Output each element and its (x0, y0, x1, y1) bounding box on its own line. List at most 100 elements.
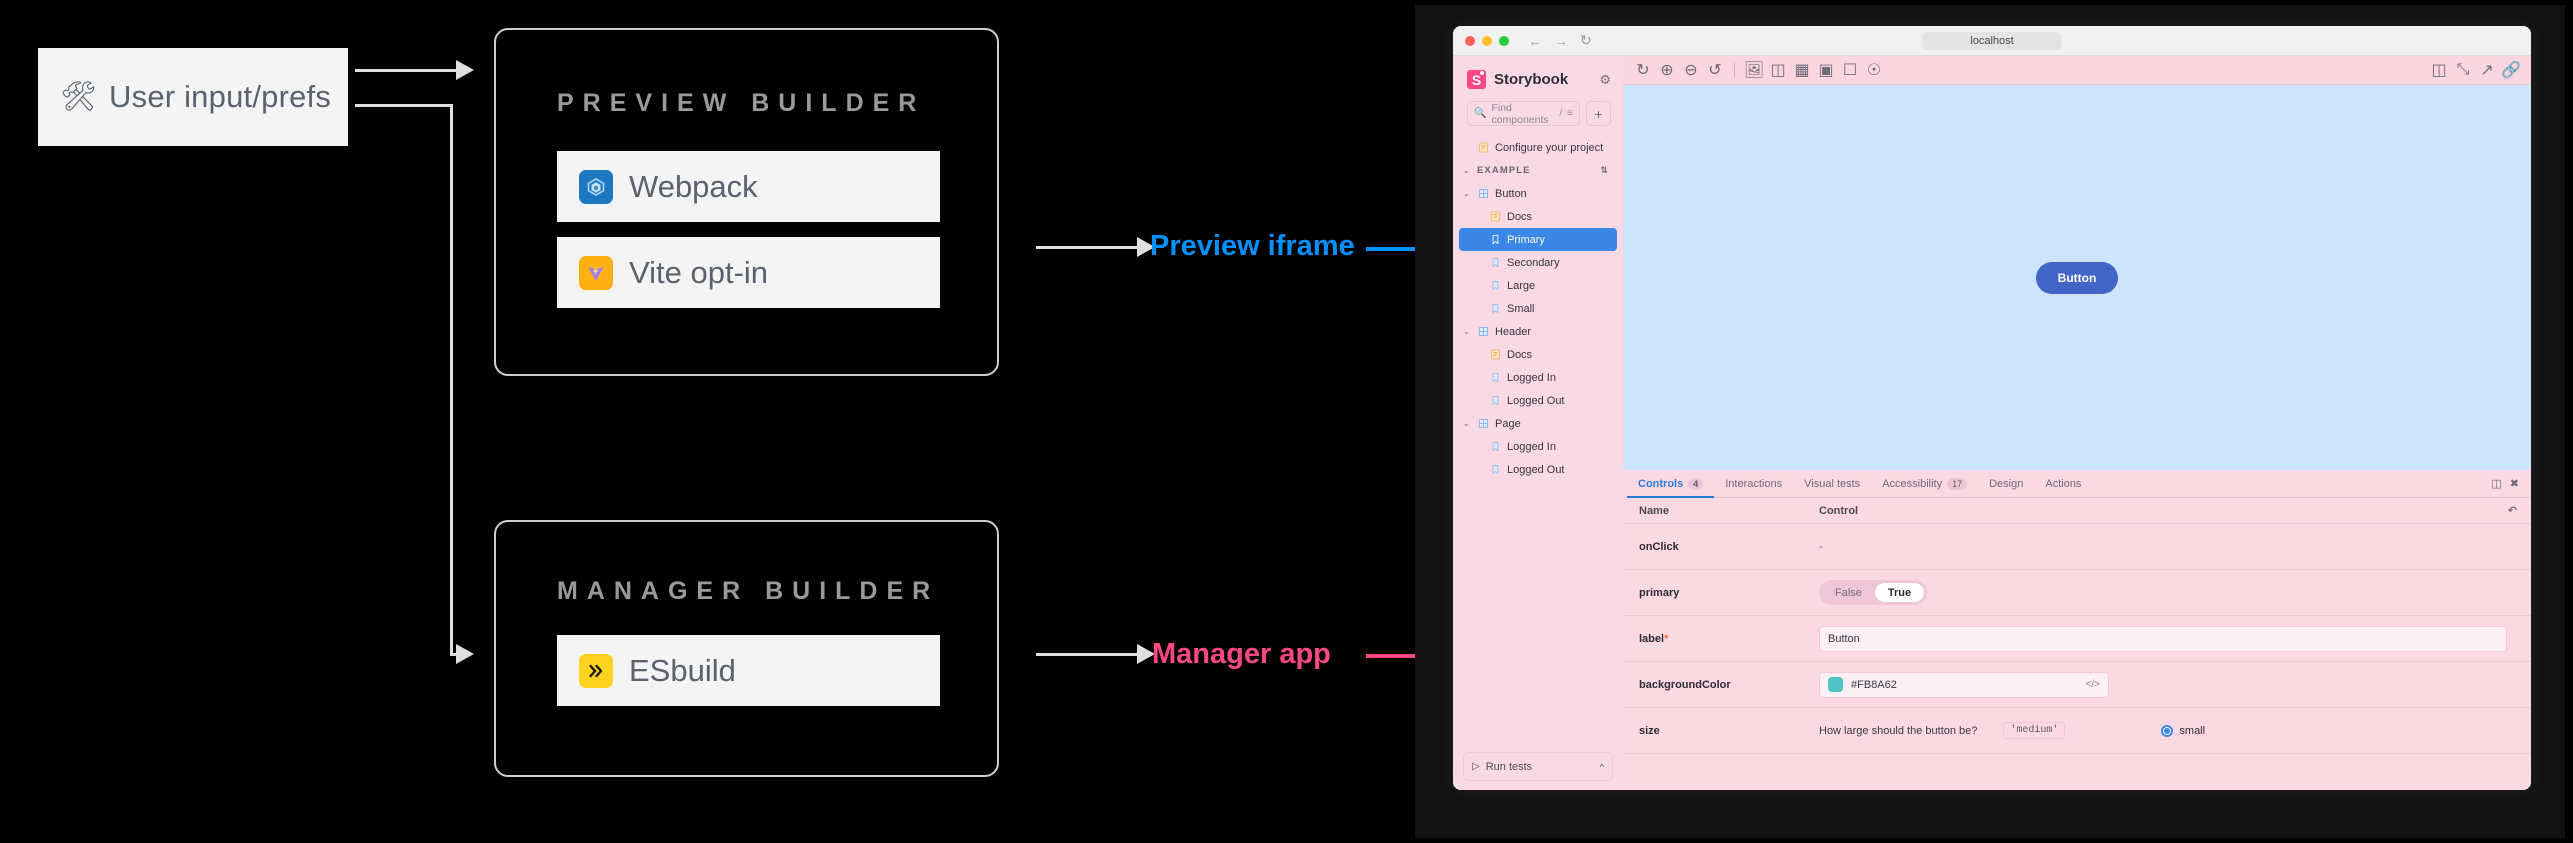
browser-back-icon[interactable]: ← (1528, 32, 1542, 49)
control-row-backgroundcolor: backgroundColor#FB8A62</> (1623, 662, 2531, 708)
tree-item-logged-out[interactable]: Logged Out (1459, 458, 1617, 481)
tree-item-label: Configure your project (1495, 141, 1604, 154)
tree-item-logged-in[interactable]: Logged In (1459, 435, 1617, 458)
tree-item-large[interactable]: Large (1459, 274, 1617, 297)
connector-line-down-start (355, 104, 453, 107)
storybook-brand-name: Storybook (1494, 71, 1569, 88)
filter-icon[interactable]: ≡ (1567, 108, 1573, 119)
tree-item-logged-in[interactable]: Logged In (1459, 366, 1617, 389)
tree-item-small[interactable]: Small (1459, 297, 1617, 320)
tree-item-configure-your-project[interactable]: Configure your project (1459, 136, 1617, 159)
remount-icon[interactable]: ↻ (1636, 62, 1650, 79)
preview-iframe-callout-label: Preview iframe (1150, 230, 1355, 262)
chevron-down-icon[interactable]: ⌄ (1463, 327, 1470, 336)
chevron-down-icon[interactable]: ⌄ (1463, 189, 1470, 198)
search-icon: 🔍 (1474, 108, 1487, 119)
code-icon[interactable]: </> (2085, 679, 2100, 690)
tree-item-example[interactable]: ⌄EXAMPLE⇅ (1459, 159, 1617, 182)
manager-builder-title: MANAGER BUILDER (557, 577, 940, 605)
storybook-logo-icon: S (1467, 70, 1486, 89)
control-widget: How large should the button be?'medium's… (1819, 722, 2531, 739)
chevron-up-icon[interactable]: ^ (1599, 761, 1604, 772)
accessibility-icon[interactable]: ☉ (1866, 62, 1882, 79)
toolbar-separator (1734, 63, 1735, 77)
control-name-label: onClick (1639, 540, 1679, 553)
tab-design[interactable]: Design (1978, 470, 2034, 498)
tab-visual-tests[interactable]: Visual tests (1793, 470, 1871, 498)
open-new-tab-icon[interactable]: ↗ (2480, 62, 2494, 79)
browser-reload-icon[interactable]: ↻ (1580, 32, 1592, 48)
sidebar-toggle-icon[interactable]: ◫ (2431, 62, 2447, 79)
arrowhead-manager-callout (1137, 644, 1155, 664)
zoom-reset-icon[interactable]: ↺ (1708, 62, 1722, 79)
viewport-icon[interactable]: ◫ (1770, 62, 1786, 79)
tree-item-page[interactable]: ⌄Page (1459, 412, 1617, 435)
tree-item-header[interactable]: ⌄Header (1459, 320, 1617, 343)
fullscreen-icon[interactable]: ⤡ (2456, 61, 2470, 78)
tree-item-label: Secondary (1507, 256, 1560, 269)
story-preview-button[interactable]: Button (2035, 261, 2119, 294)
grid-icon[interactable]: ▦ (1794, 62, 1810, 79)
color-swatch[interactable] (1828, 677, 1843, 692)
zoom-in-icon[interactable]: ⊕ (1660, 62, 1674, 79)
tree-item-docs[interactable]: Docs (1459, 205, 1617, 228)
background-icon[interactable]: 🖼 (1743, 62, 1765, 79)
tree-item-secondary[interactable]: Secondary (1459, 251, 1617, 274)
zoom-out-icon[interactable]: ⊖ (1684, 62, 1698, 79)
tree-item-logged-out[interactable]: Logged Out (1459, 389, 1617, 412)
gear-icon[interactable]: ⚙ (1599, 71, 1611, 87)
boolean-option-true[interactable]: True (1874, 583, 1925, 602)
connector-line-vertical (450, 104, 453, 656)
outline-icon[interactable]: ☐ (1842, 62, 1858, 79)
chevron-down-icon[interactable]: ⌄ (1463, 166, 1471, 175)
window-close-button[interactable] (1465, 35, 1475, 46)
reset-icon[interactable]: ↶ (2507, 505, 2517, 517)
panel-right-icons: ◫ ✖ (2491, 477, 2527, 490)
hammer-and-wrench-icon: 🛠 (60, 80, 98, 113)
tab-label: Actions (2045, 477, 2082, 490)
add-component-button[interactable]: + (1586, 101, 1611, 126)
story-icon (1489, 234, 1502, 245)
preview-canvas: Button (1623, 85, 2531, 470)
browser-forward-icon[interactable]: → (1554, 32, 1568, 49)
tree-item-label: Logged Out (1507, 463, 1565, 476)
control-description: How large should the button be? (1819, 724, 1978, 737)
tree-item-button[interactable]: ⌄Button (1459, 182, 1617, 205)
storybook-brand[interactable]: S Storybook ⚙ (1453, 56, 1623, 97)
column-header-control: Control (1819, 504, 1859, 517)
tree-item-primary[interactable]: Primary (1459, 228, 1617, 251)
color-input[interactable]: #FB8A62</> (1819, 671, 2109, 698)
search-input[interactable]: 🔍 Find components / ≡ (1467, 101, 1580, 126)
radio-dot-icon[interactable] (2161, 724, 2174, 737)
sort-icon[interactable]: ⇅ (1600, 165, 1609, 175)
window-maximize-button[interactable] (1499, 35, 1509, 46)
chevron-down-icon[interactable]: ⌄ (1463, 419, 1470, 428)
user-input-label: User input/prefs (109, 79, 332, 114)
run-tests-button[interactable]: ▷ Run tests ^ (1463, 752, 1613, 781)
close-icon[interactable]: ✖ (2509, 478, 2519, 490)
radio-option-small[interactable]: small (2161, 724, 2205, 737)
tab-interactions[interactable]: Interactions (1714, 470, 1793, 498)
component-icon (1477, 418, 1490, 429)
copy-link-icon[interactable]: 🔗 (2501, 62, 2521, 79)
boolean-toggle[interactable]: False True (1819, 580, 1928, 605)
tree-item-docs[interactable]: Docs (1459, 343, 1617, 366)
controls-table-header: Name Control ↶ (1623, 498, 2531, 524)
browser-url-field[interactable]: localhost (1922, 31, 2062, 50)
control-widget: Button (1819, 625, 2531, 652)
tab-actions[interactable]: Actions (2034, 470, 2092, 498)
measure-icon[interactable]: ▣ (1818, 62, 1834, 79)
boolean-option-false[interactable]: False (1835, 586, 1862, 599)
preview-builder-option-webpack: Webpack (557, 151, 940, 222)
panel-position-icon[interactable]: ◫ (2491, 478, 2502, 490)
text-input[interactable]: Button (1819, 625, 2507, 652)
control-name-label: label (1639, 632, 1665, 645)
tree-item-label: Large (1507, 279, 1536, 292)
tree-item-label: Docs (1507, 210, 1533, 223)
manager-builder-option-label: ESbuild (629, 652, 736, 688)
window-minimize-button[interactable] (1482, 35, 1492, 46)
connector-line-to-preview (355, 69, 467, 72)
connector-manager-to-callout (1036, 653, 1148, 656)
